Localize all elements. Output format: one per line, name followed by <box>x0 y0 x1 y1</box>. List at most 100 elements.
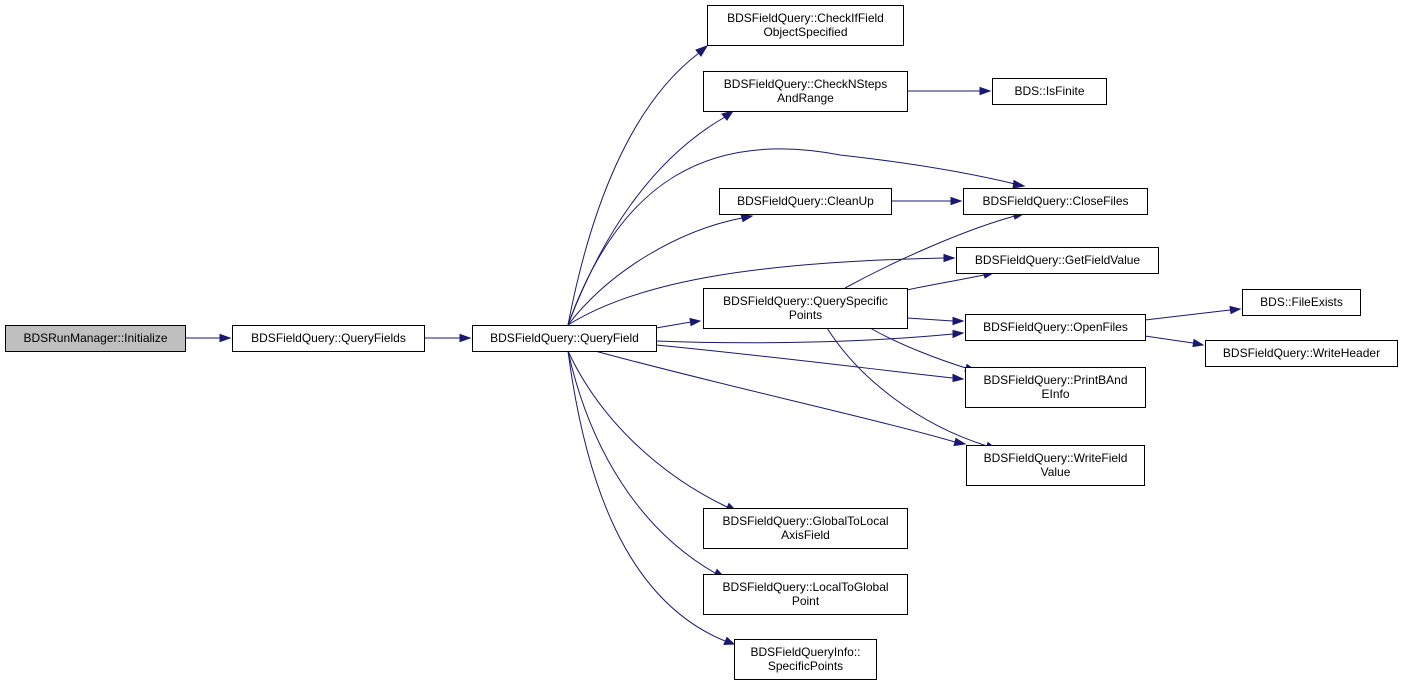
edge-arrowhead <box>952 316 965 326</box>
node-check-if-field[interactable]: BDSFieldQuery::CheckIfFieldObjectSpecifi… <box>707 5 904 46</box>
node-write-header[interactable]: BDSFieldQuery::WriteHeader <box>1205 340 1398 367</box>
node-open-files[interactable]: BDSFieldQuery::OpenFiles <box>965 314 1146 341</box>
node-close-files[interactable]: BDSFieldQuery::CloseFiles <box>963 188 1148 215</box>
node-label: BDSFieldQuery::CleanUp <box>737 194 874 208</box>
node-label: BDS::IsFinite <box>1014 84 1084 98</box>
edge-query_field-to-print_band <box>655 344 965 383</box>
edge-query_specific-to-open_files <box>906 316 965 326</box>
node-query-fields[interactable]: BDSFieldQuery::QueryFields <box>232 325 425 352</box>
node-label: AxisField <box>781 528 830 542</box>
node-is-finite[interactable]: BDS::IsFinite <box>992 78 1107 105</box>
node-file-exists[interactable]: BDS::FileExists <box>1242 289 1361 316</box>
node-box <box>232 325 425 352</box>
edge-arrowhead <box>723 636 736 646</box>
edge-line <box>826 327 988 447</box>
edge-arrowhead <box>1192 338 1205 348</box>
node-get-field-value[interactable]: BDSFieldQuery::GetFieldValue <box>956 247 1159 274</box>
node-box <box>472 325 657 352</box>
edge-query_field-to-close_files <box>567 148 1026 326</box>
edge-query_field-to-query_specific <box>655 317 702 329</box>
edge-query_field-to-open_files <box>655 329 965 344</box>
node-label: BDSFieldQuery::WriteField <box>984 451 1128 465</box>
node-label: EInfo <box>1041 387 1069 401</box>
node-label: BDSRunManager::Initialize <box>23 331 167 345</box>
edge-query_specific-to-get_field_value <box>906 270 995 291</box>
edge-arrowhead <box>1229 305 1242 315</box>
node-label: BDSFieldQuery::OpenFiles <box>983 320 1128 334</box>
node-label: AndRange <box>777 91 834 105</box>
node-label: BDSFieldQuery::CheckNSteps <box>724 77 887 91</box>
edge-clean_up-to-close_files <box>891 196 963 206</box>
node-label: Points <box>789 308 822 322</box>
node-label: SpecificPoints <box>768 659 843 673</box>
node-label: BDSFieldQuery::WriteHeader <box>1223 346 1380 360</box>
edge-arrowhead <box>979 86 992 96</box>
edge-line <box>567 148 1016 326</box>
node-box <box>965 314 1146 341</box>
node-label: Point <box>792 594 820 608</box>
edge-arrowhead <box>953 437 967 447</box>
node-label: BDSFieldQuery::CloseFiles <box>982 194 1128 208</box>
edge-arrowhead <box>943 253 956 263</box>
edge-open_files-to-write_header <box>1144 335 1205 348</box>
edge-line <box>1144 309 1231 321</box>
node-box <box>703 71 908 112</box>
edge-arrowhead <box>459 333 472 343</box>
node-label: BDSFieldQuery::QueryField <box>490 331 639 345</box>
node-label: ObjectSpecified <box>763 25 847 39</box>
node-label: Value <box>1041 465 1071 479</box>
node-label: BDSFieldQuery::GetFieldValue <box>975 253 1141 267</box>
node-label: BDSFieldQuery::QueryFields <box>251 331 406 345</box>
node-query-field[interactable]: BDSFieldQuery::QueryField <box>472 325 657 352</box>
node-label: BDSFieldQuery::GlobalToLocal <box>722 514 888 528</box>
node-box <box>956 247 1159 274</box>
edge-query_field-to-get_field_value <box>567 253 956 326</box>
edge-line <box>906 317 954 322</box>
edge-line <box>567 52 700 326</box>
edge-line <box>869 327 967 369</box>
edge-line <box>594 350 956 443</box>
node-initialize[interactable]: BDSRunManager::Initialize <box>5 325 186 352</box>
edge-open_files-to-file_exists <box>1144 305 1242 321</box>
edge-arrowhead <box>689 317 702 327</box>
edge-arrowhead <box>952 373 965 383</box>
edge-arrowhead <box>950 196 963 206</box>
edge-initialize-to-query_fields <box>185 333 232 343</box>
node-box <box>966 445 1145 486</box>
edge-arrowhead <box>721 110 735 121</box>
edge-arrowhead <box>740 213 754 223</box>
edge-line <box>655 321 692 329</box>
node-box <box>963 188 1148 215</box>
node-label: BDSFieldQuery::LocalToGlobal <box>722 580 888 594</box>
edge-query_fields-to-query_field <box>424 333 472 343</box>
edge-query_field-to-write_field <box>594 350 967 447</box>
node-clean-up[interactable]: BDSFieldQuery::CleanUp <box>719 188 892 215</box>
edge-line <box>567 350 716 574</box>
node-box <box>703 574 908 615</box>
node-label: BDSFieldQueryInfo:: <box>750 645 860 659</box>
edge-arrowhead <box>695 45 709 57</box>
edge-check_nsteps-to-is_finite <box>907 86 992 96</box>
edge-line <box>655 344 954 379</box>
node-box <box>707 5 904 46</box>
edge-arrowhead <box>219 333 232 343</box>
node-box <box>703 288 908 329</box>
node-box <box>703 508 908 549</box>
node-label: BDSFieldQuery::CheckIfField <box>727 11 884 25</box>
edge-line <box>567 217 743 326</box>
edge-line <box>906 274 985 291</box>
node-specific-points[interactable]: BDSFieldQueryInfo::SpecificPoints <box>734 639 877 680</box>
edge-line <box>567 116 726 326</box>
edge-line <box>567 350 726 642</box>
edge-arrowhead <box>952 329 965 339</box>
edge-query_field-to-clean_up <box>567 213 754 326</box>
edge-query_field-to-check_if_field <box>567 45 709 326</box>
